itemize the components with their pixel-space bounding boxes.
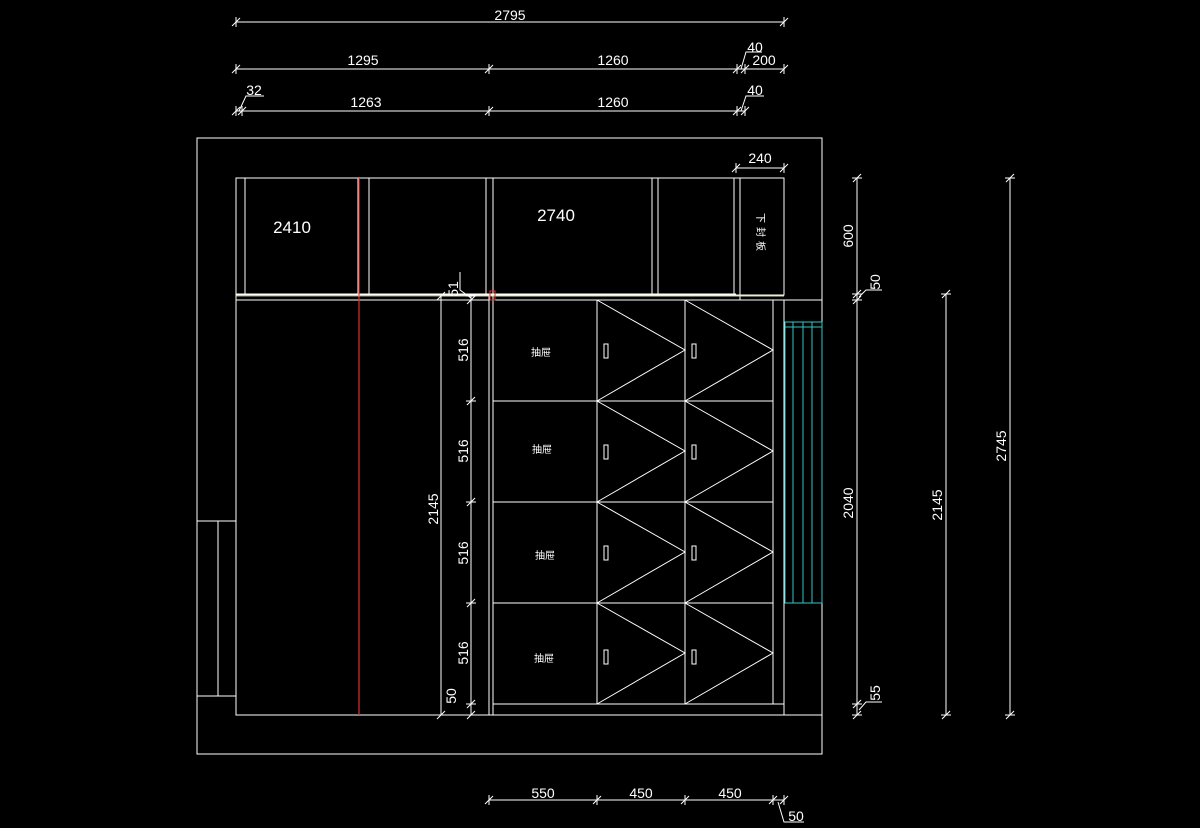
label-2740: 2740 (537, 206, 575, 225)
drawer-label-2: 抽屉 (532, 443, 552, 456)
dim-50-base: 50 (443, 688, 459, 704)
structure (196, 137, 823, 755)
drawer-label-4: 抽屉 (534, 652, 554, 665)
dim-2040: 2040 (840, 487, 856, 518)
side-note-char-1: 下 (754, 213, 765, 223)
dim-2795: 2795 (494, 7, 525, 23)
drawer-vertical-dim-texts: 51 516 516 516 516 2145 50 (425, 281, 471, 704)
drawer-vertical-dims (436, 272, 476, 720)
dim-50-bottom: 50 (788, 808, 804, 824)
side-note: 下 封 板 (754, 213, 767, 251)
top-dimension-texts: 2795 1295 1260 40 200 32 1263 1260 40 (246, 7, 776, 110)
inner-room-outline (235, 178, 822, 716)
dim-240: 240 (748, 150, 772, 166)
dim-600: 600 (840, 224, 856, 248)
dim-240-group (731, 163, 789, 173)
door-swing-marks (596, 299, 775, 705)
dim-2745: 2745 (993, 430, 1009, 461)
dim-200: 200 (752, 52, 776, 68)
dim-2145-inner: 2145 (425, 493, 441, 524)
upper-cabinet (235, 177, 785, 296)
top-dimensions (231, 17, 789, 116)
dim-516-3: 516 (455, 541, 471, 565)
dim-1295: 1295 (347, 52, 378, 68)
dim-450-a: 450 (629, 785, 653, 801)
dim-55: 55 (867, 685, 883, 701)
dim-32: 32 (246, 82, 262, 98)
red-marker (489, 290, 496, 301)
dim-40-row3: 40 (747, 82, 763, 98)
left-niche (196, 520, 237, 697)
dim-1260-row2: 1260 (597, 52, 628, 68)
dim-40-row2: 40 (747, 39, 763, 55)
dim-516-1: 516 (455, 338, 471, 362)
dim-51: 51 (445, 281, 461, 297)
label-2410: 2410 (273, 218, 311, 237)
bottom-dim-texts: 550 450 450 50 (531, 785, 804, 824)
right-vertical-dims (852, 173, 1015, 720)
side-note-char-3: 板 (754, 241, 767, 251)
dim-550: 550 (531, 785, 555, 801)
dim-450-b: 450 (718, 785, 742, 801)
drawer-label-3: 抽屉 (535, 549, 555, 562)
dim-2145-right: 2145 (929, 489, 945, 520)
dim-50-right: 50 (867, 274, 883, 290)
dim-516-2: 516 (455, 439, 471, 463)
dim-1260-row3: 1260 (597, 94, 628, 110)
bottom-dims (484, 795, 804, 823)
dim-1263: 1263 (350, 94, 381, 110)
dim-516-4: 516 (455, 641, 471, 665)
drawer-label-1: 抽屉 (531, 346, 551, 359)
cabinet-labels: 2410 2740 下 封 板 抽屉 抽屉 抽屉 抽屉 (273, 206, 767, 665)
door-handles (603, 343, 697, 665)
side-note-char-2: 封 (754, 227, 767, 237)
right-vertical-dim-texts: 600 50 2040 55 2145 2745 (840, 224, 1009, 701)
cyan-radiator (784, 321, 823, 604)
